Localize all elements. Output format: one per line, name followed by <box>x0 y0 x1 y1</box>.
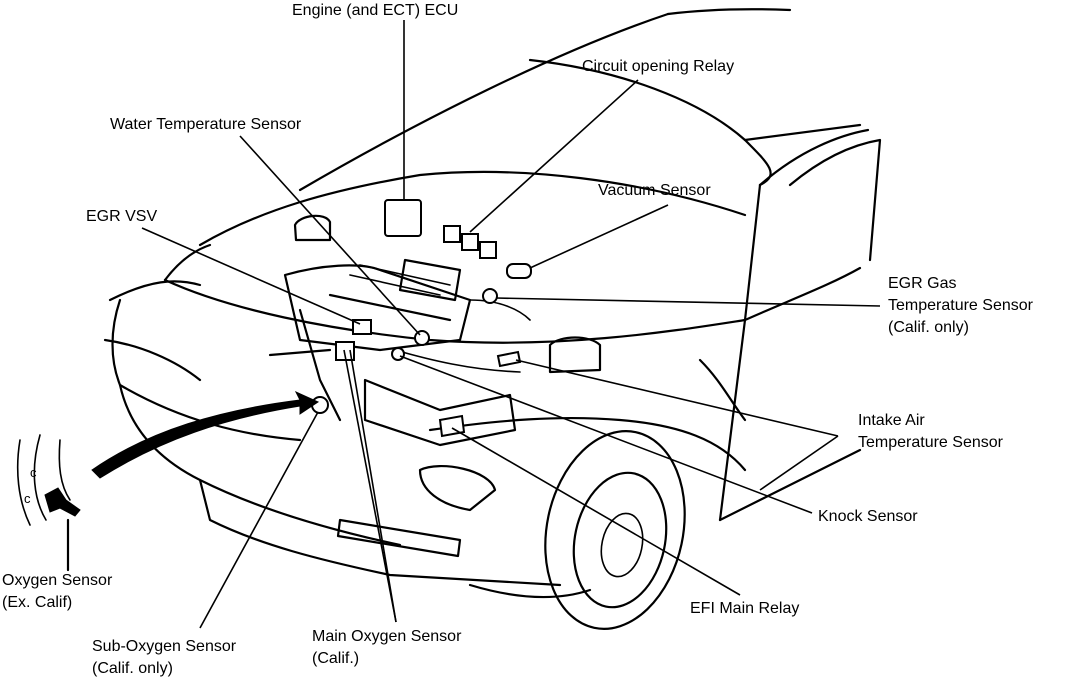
leader-main-oxygen-b <box>349 349 397 623</box>
label-main-oxygen-line1: Main Oxygen Sensor <box>312 628 462 645</box>
leader-egr-vsv <box>141 227 361 325</box>
leader-water-temp <box>239 135 421 336</box>
oxygen-sensor-inset <box>16 390 320 572</box>
leader-lines <box>141 20 881 629</box>
leader-circuit-relay <box>469 79 639 233</box>
engine-bay <box>268 199 602 447</box>
leader-knock <box>399 355 813 514</box>
label-intake-air-line2: Temperature Sensor <box>858 434 1003 451</box>
label-sub-oxygen-line2: (Calif. only) <box>92 660 173 677</box>
leader-sub-oxygen <box>199 411 319 629</box>
label-knock-sensor: Knock Sensor <box>818 508 918 525</box>
label-sub-oxygen-line1: Sub-Oxygen Sensor <box>92 638 237 655</box>
label-vacuum-sensor: Vacuum Sensor <box>598 182 711 199</box>
label-egr-vsv: EGR VSV <box>86 208 158 225</box>
label-oxygen-sensor-line2: (Ex. Calif) <box>2 594 73 611</box>
leader-intake-air <box>515 359 839 437</box>
label-oxygen-sensor-line1: Oxygen Sensor <box>2 572 113 589</box>
inset-mark-lower: c <box>24 491 31 506</box>
leader-main-oxygen-a <box>343 349 397 623</box>
label-efi-main-relay: EFI Main Relay <box>690 600 800 617</box>
label-main-oxygen-line2: (Calif.) <box>312 650 360 667</box>
label-egr-gas-line2: Temperature Sensor <box>888 297 1033 314</box>
label-egr-gas-line1: EGR Gas <box>888 275 957 292</box>
label-intake-air-line1: Intake Air <box>858 412 925 429</box>
leader-vacuum <box>529 204 669 269</box>
leader-egr-gas <box>495 297 881 307</box>
label-water-temperature-sensor: Water Temperature Sensor <box>110 116 302 133</box>
label-circuit-opening-relay: Circuit opening Relay <box>582 58 735 75</box>
label-egr-gas-line3: (Calif. only) <box>888 319 969 336</box>
car-outline <box>103 8 882 630</box>
inset-mark-upper: c <box>30 465 37 480</box>
leader-intake-air-2 <box>759 435 839 491</box>
leader-efi-relay <box>451 427 741 596</box>
label-ecu: Engine (and ECT) ECU <box>292 2 459 19</box>
